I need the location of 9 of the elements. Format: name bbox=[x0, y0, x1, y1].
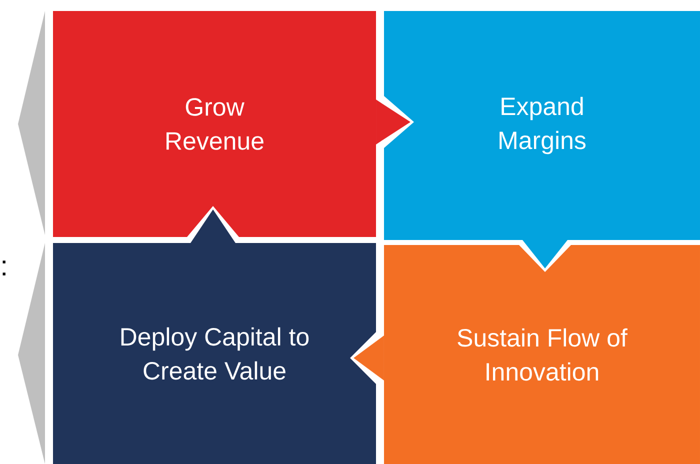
label-text: : bbox=[2, 260, 6, 276]
chevron-arrow bbox=[376, 100, 410, 144]
chevron-arrow bbox=[354, 336, 384, 380]
quadrant-tile: Grow Revenue bbox=[53, 11, 376, 237]
quadrant-tile: Deploy Capital to Create Value bbox=[53, 243, 376, 464]
quadrant-tile: Sustain Flow of Innovation bbox=[384, 245, 700, 464]
quadrant-tile: Expand Margins bbox=[384, 11, 700, 240]
chevron-arrow bbox=[522, 240, 568, 268]
chevron-arrow bbox=[190, 210, 236, 244]
